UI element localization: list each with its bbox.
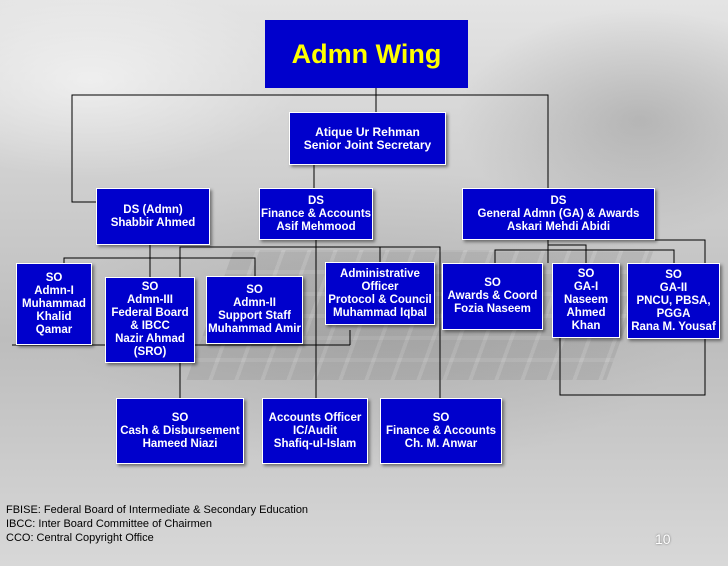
node-line: Ch. M. Anwar (404, 437, 478, 450)
node-line: SO (45, 271, 63, 284)
node-line: Finance & Accounts (260, 207, 372, 220)
node-line: GA-II (659, 281, 688, 294)
node-line: Finance & Accounts (385, 424, 497, 437)
node-line: Senior Joint Secretary (303, 137, 432, 152)
node-line: PNCU, PBSA, (636, 294, 711, 307)
node-line: Ahmed (566, 307, 606, 319)
node-line: Rana M. Yousaf (631, 320, 716, 333)
node-line: SO (484, 277, 501, 289)
node-line: Officer (361, 280, 399, 293)
node-line: Muhammad Iqbal (333, 306, 427, 319)
node-line: Naseem (563, 294, 609, 306)
node-line: General Admn (GA) & Awards (477, 207, 640, 220)
node-line: Support Staff (218, 310, 291, 322)
node-line: Nazir Ahmad (115, 333, 185, 345)
node-line: Muhammad Amir (208, 323, 301, 335)
node-line: DS (308, 194, 324, 207)
node-line: Fozia Naseem (454, 303, 531, 315)
node-line: SO (432, 411, 450, 424)
node-line: Admn-II (233, 297, 276, 309)
node-line: SO (141, 281, 159, 293)
node-line: Atique Ur Rehman (315, 124, 420, 139)
node-line: Qamar (35, 323, 73, 336)
node-line: Muhammad (22, 297, 86, 310)
footnote-ibcc: IBCC: Inter Board Committee of Chairmen (6, 518, 213, 530)
node-line: Khalid (36, 310, 72, 323)
node-line: Administrative (340, 267, 420, 280)
node-line: Federal Board (111, 307, 189, 319)
node-line: Shabbir Ahmed (110, 216, 196, 229)
node-line: (SRO) (133, 346, 167, 358)
node-line: Askari Mehdi Abidi (506, 220, 611, 233)
node-line: Protocol & Council (328, 293, 432, 306)
node-line: SO (665, 268, 682, 281)
node-line: Cash & Disbursement (120, 424, 240, 437)
footnote-fbise: FBISE: Federal Board of Intermediate & S… (6, 504, 309, 516)
page-title: Admn Wing (265, 20, 468, 88)
node-line: DS (550, 194, 567, 207)
node-line: Admn-I (34, 284, 74, 297)
node-line: Shafiq-ul-Islam (273, 437, 357, 450)
node-line: Khan (571, 320, 601, 332)
node-line: SO (577, 268, 595, 280)
footnotes: FBISE: Federal Board of Intermediate & S… (6, 503, 308, 545)
node-line: SO (171, 411, 189, 424)
node-line: IC/Audit (292, 424, 338, 437)
node-line: Accounts Officer (268, 411, 362, 424)
node-line: GA-I (573, 281, 599, 293)
node-line: Hameed Niazi (142, 437, 218, 450)
node-line: SO (246, 284, 263, 296)
footnote-cco: CCO: Central Copyright Office (6, 532, 154, 544)
node-line: DS (Admn) (123, 203, 183, 216)
node-line: Awards & Coord (447, 290, 538, 302)
node-line: Admn-III (127, 294, 173, 306)
page-number: 10 (655, 531, 671, 547)
node-line: & IBCC (130, 320, 170, 332)
node-line: PGGA (656, 307, 691, 320)
node-ds-admn: DS (Admn)Shabbir Ahmed (96, 188, 210, 245)
node-line: Asif Mehmood (276, 220, 356, 233)
